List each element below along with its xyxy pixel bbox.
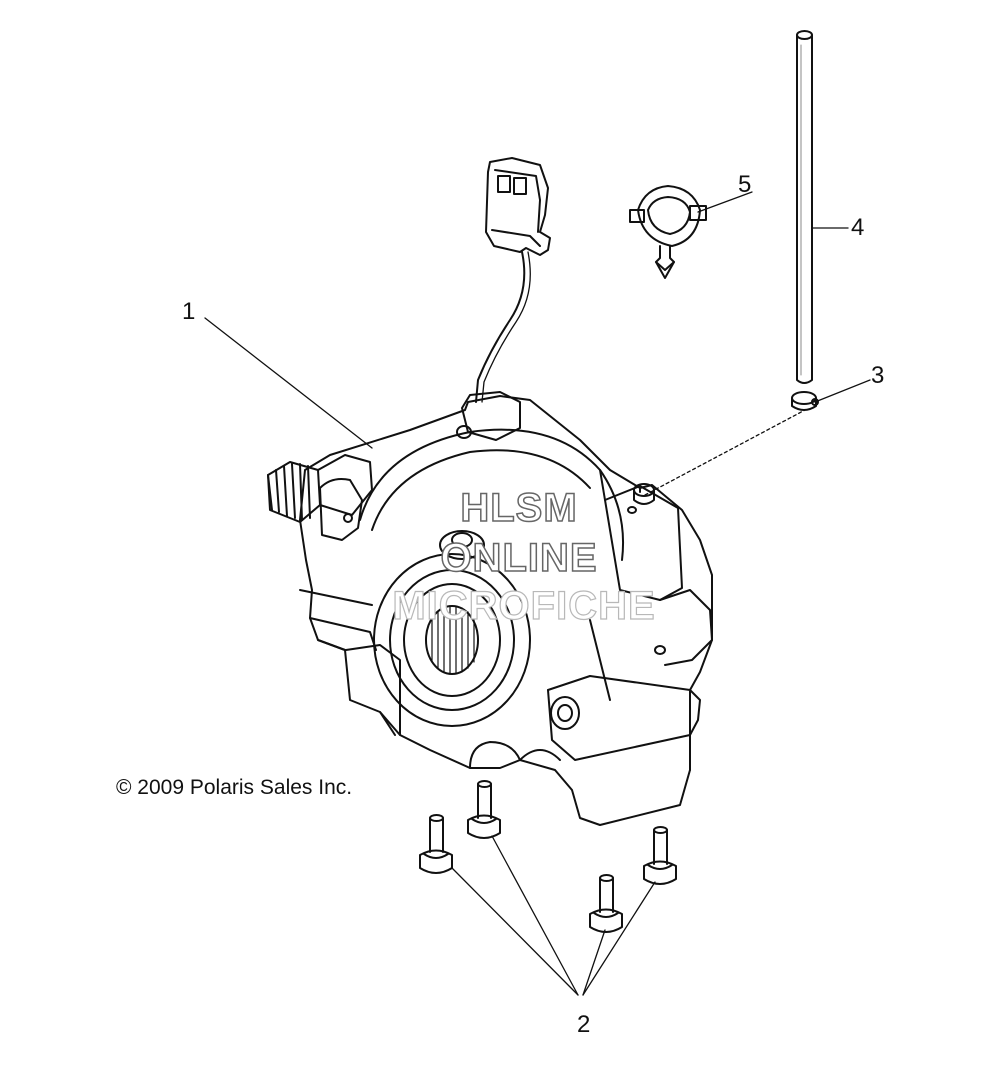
watermark-line-3: MICROFICHE [392,584,656,628]
leader-line-2c [582,929,606,996]
leader-line-2b [491,835,579,996]
vent-tube [796,30,813,384]
callout-1: 1 [182,298,196,325]
dashed-assembly-line [644,409,806,496]
bolt-c [589,874,623,933]
callout-3: 3 [871,362,885,389]
watermark-line-2: ONLINE [440,536,598,580]
bolt-a [419,814,453,874]
leader-line-1 [204,317,373,449]
leader-lines [204,191,871,996]
watermark-line-1: HLSM [460,486,578,530]
gearcase-housing [267,391,713,826]
bolts [419,780,677,933]
bolt-d [643,826,677,885]
copyright-text: © 2009 Polaris Sales Inc. [116,776,353,799]
callout-4: 4 [851,214,865,241]
bolt-b [467,780,501,839]
hose-clamp [791,391,819,411]
wiring-connector [475,157,551,403]
leader-line-3 [814,379,871,403]
leader-line-2a [451,867,579,996]
leader-line-2d [582,881,656,996]
callout-2: 2 [577,1011,591,1038]
callout-5: 5 [738,171,752,198]
push-clip [629,185,707,279]
